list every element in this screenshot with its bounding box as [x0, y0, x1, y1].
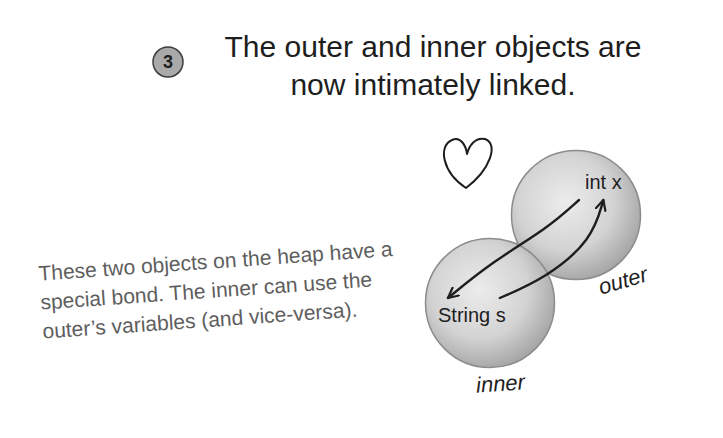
heart-doodle: [444, 139, 492, 188]
inner-object: String sinner: [424, 237, 556, 369]
title-slot: The outer and inner objects are now inti…: [208, 28, 658, 104]
text-slot: outer: [598, 268, 648, 294]
variable-name: String s: [438, 304, 506, 327]
variable-name: int x: [585, 171, 622, 194]
sphere-outline: [424, 237, 556, 369]
callout-number: 3: [163, 52, 173, 73]
title: The outer and inner objects are now inti…: [208, 28, 658, 104]
label-slot: These two objects on the heap have a spe…: [40, 246, 402, 333]
callout-circle: [153, 47, 183, 77]
text-slot: inner: [476, 371, 525, 397]
link-arrow: [500, 200, 604, 298]
link-arrow: [448, 200, 579, 298]
text-slot: String s: [438, 304, 506, 327]
object-label: outer: [595, 262, 650, 301]
text-slot: int x: [585, 171, 622, 194]
handwritten-note: These two objects on the heap have a spe…: [37, 233, 404, 345]
label-slot: 3: [153, 47, 183, 77]
sphere: [426, 239, 555, 368]
object-label: inner: [475, 369, 526, 398]
